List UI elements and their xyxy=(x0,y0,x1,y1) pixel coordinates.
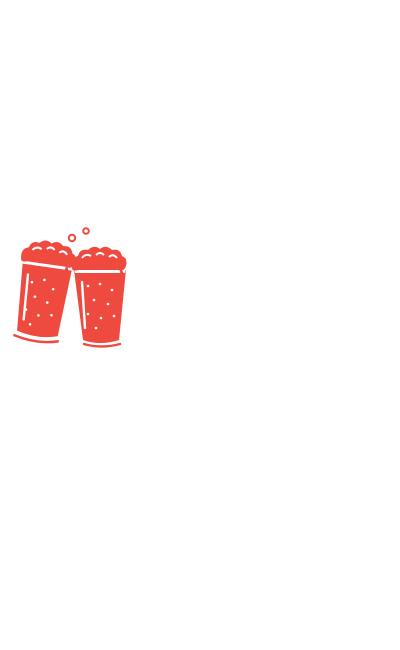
bubble-icon xyxy=(67,233,77,243)
left-beer-glass-icon xyxy=(13,240,76,344)
bubble-icon xyxy=(82,227,90,235)
beer-toast-illustration xyxy=(8,222,134,350)
right-beer-glass-icon xyxy=(71,246,127,348)
beer-toast-icon xyxy=(13,227,127,348)
